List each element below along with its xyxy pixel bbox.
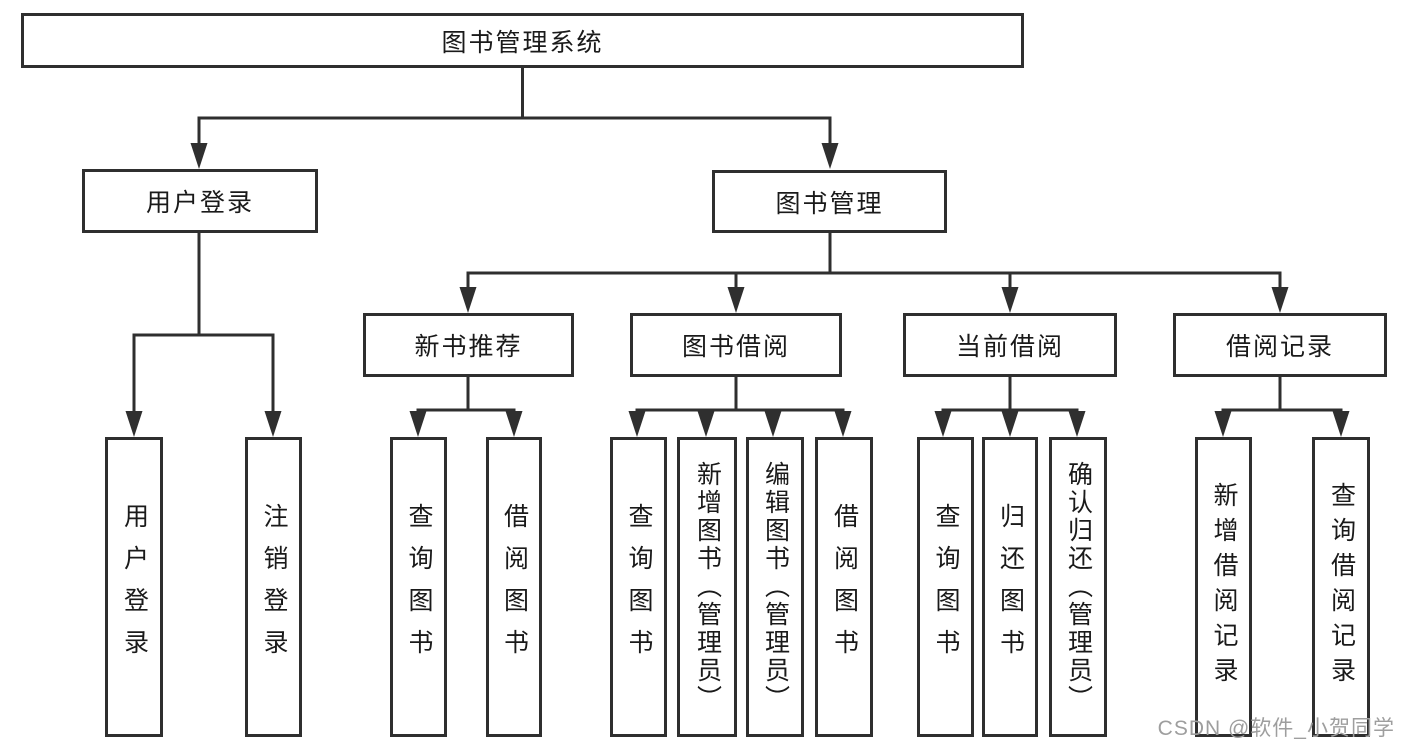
node-user-login: 用户登录: [82, 169, 318, 233]
leaf-query-books-borrow-label: 查询图书: [625, 503, 653, 671]
leaf-add-book-admin: 新增图书（管理员）: [677, 437, 737, 737]
leaf-logout-login: 注销登录: [245, 437, 302, 737]
leaf-query-books-current-label: 查询图书: [932, 503, 960, 671]
leaf-borrow-books-label: 借阅图书: [830, 503, 859, 671]
leaf-confirm-return-admin-label: 确认归还（管理员）: [1064, 461, 1093, 713]
leaf-borrow-books: 借阅图书: [815, 437, 873, 737]
node-book-management: 图书管理: [712, 170, 947, 233]
leaf-add-borrow-record: 新增借阅记录: [1195, 437, 1252, 737]
leaf-borrow-books-recommend: 借阅图书: [486, 437, 542, 737]
leaf-return-book-label: 归还图书: [996, 503, 1025, 671]
leaf-user-login: 用户登录: [105, 437, 163, 737]
leaf-borrow-books-recommend-label: 借阅图书: [500, 503, 529, 671]
leaf-add-book-admin-label: 新增图书（管理员）: [693, 461, 722, 713]
node-borrow-records: 借阅记录: [1173, 313, 1387, 377]
leaf-return-book: 归还图书: [982, 437, 1038, 737]
leaf-query-borrow-record-label: 查询借阅记录: [1327, 482, 1356, 692]
leaf-query-borrow-record: 查询借阅记录: [1312, 437, 1370, 737]
leaf-query-books-recommend-label: 查询图书: [405, 503, 433, 671]
leaf-edit-book-admin: 编辑图书（管理员）: [746, 437, 804, 737]
leaf-query-books-borrow: 查询图书: [610, 437, 667, 737]
leaf-user-login-label: 用户登录: [120, 503, 149, 671]
leaf-add-borrow-record-label: 新增借阅记录: [1210, 482, 1238, 692]
leaf-confirm-return-admin: 确认归还（管理员）: [1049, 437, 1107, 737]
node-root: 图书管理系统: [21, 13, 1024, 68]
node-book-borrow: 图书借阅: [630, 313, 842, 377]
leaf-query-books-current: 查询图书: [917, 437, 974, 737]
node-current-borrow: 当前借阅: [903, 313, 1117, 377]
watermark: CSDN @软件_小贺同学: [1157, 717, 1395, 740]
leaf-logout-login-label: 注销登录: [260, 503, 288, 671]
leaf-query-books-recommend: 查询图书: [390, 437, 447, 737]
node-new-book-recommend: 新书推荐: [363, 313, 574, 377]
leaf-edit-book-admin-label: 编辑图书（管理员）: [761, 461, 790, 713]
